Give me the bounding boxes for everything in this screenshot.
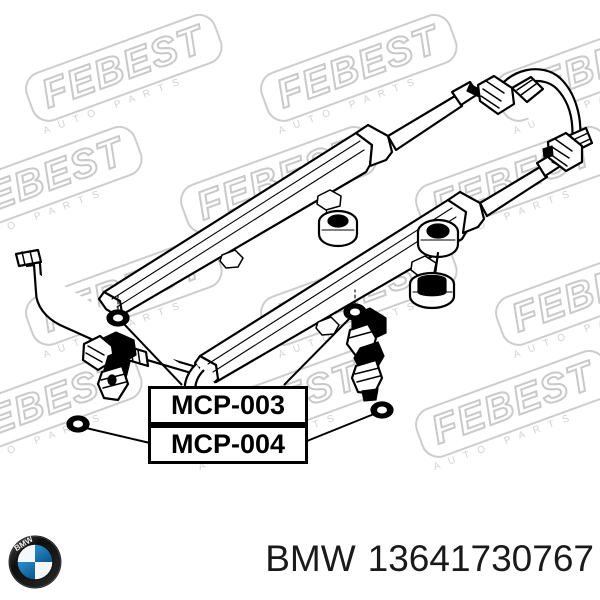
part-label-mcp-003[interactable]: MCP-003 xyxy=(148,386,308,425)
fuel-injector-right xyxy=(345,307,387,402)
footer-part-identifier: BMW 13641730767 xyxy=(265,538,594,580)
leader-lines xyxy=(85,317,375,444)
bmw-roundel-logo: BMW xyxy=(8,535,62,589)
footer-bar: BMW BMW 13641730767 xyxy=(0,530,600,600)
mounting-grommet-right-upper xyxy=(416,218,460,259)
o-ring-upper-right xyxy=(343,289,367,321)
footer-manufacturer: BMW xyxy=(265,538,356,579)
part-label-mcp-004[interactable]: MCP-004 xyxy=(148,425,308,464)
mounting-grommet-center xyxy=(317,209,359,248)
fuel-hose-assembly xyxy=(476,68,594,173)
o-ring-upper-left xyxy=(106,295,130,327)
o-ring-lower-left xyxy=(66,415,90,433)
fuel-rail-lower xyxy=(193,151,572,385)
footer-part-number: 13641730767 xyxy=(367,538,594,579)
o-ring-lower-right xyxy=(370,401,394,419)
fuel-pipe-left xyxy=(14,248,201,377)
mounting-grommet-right-lower xyxy=(408,251,456,310)
fuel-injector-left xyxy=(81,331,137,402)
